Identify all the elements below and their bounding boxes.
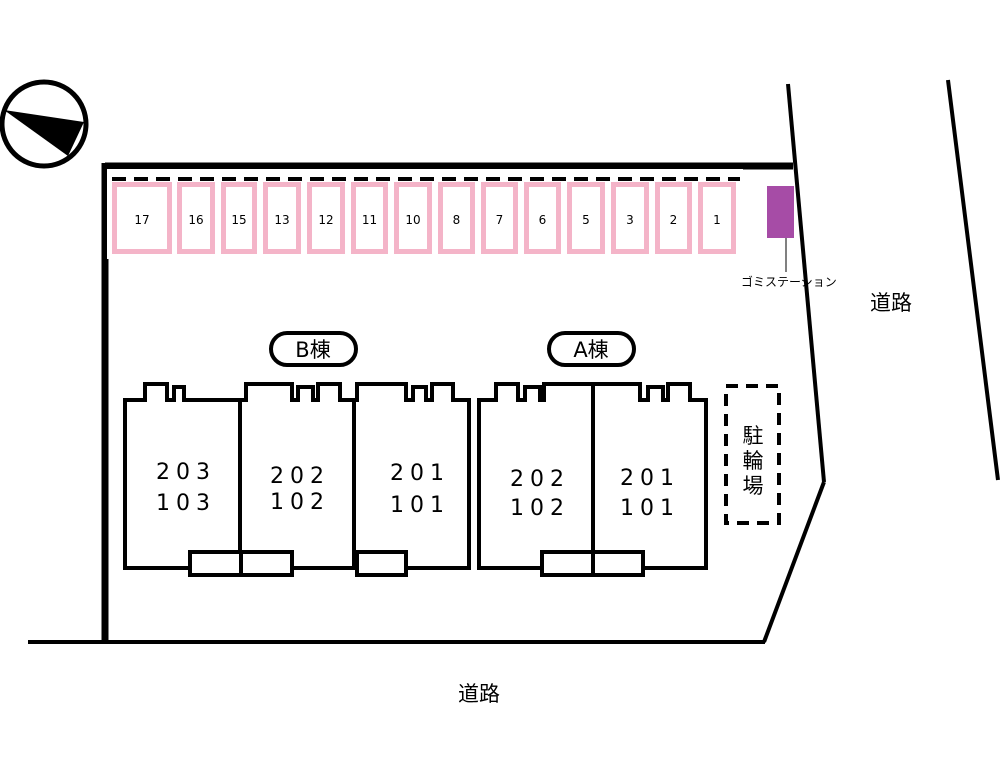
unit-a1-upper: 202	[510, 467, 570, 492]
parking-space-number: 7	[496, 213, 504, 227]
unit-b3-upper: 201	[390, 461, 450, 486]
unit-a2-lower: 101	[620, 496, 680, 521]
parking-space	[655, 182, 692, 254]
parking-space	[394, 182, 432, 254]
unit-labels: 203 103 202 102 201 101 202 102 201 101	[156, 460, 680, 521]
building-b	[123, 382, 471, 577]
building-b-label: B棟	[295, 338, 330, 362]
unit-b2-upper: 202	[270, 464, 330, 489]
parking-space-number: 1	[713, 213, 721, 227]
unit-b1-upper: 203	[156, 460, 216, 485]
building-a-label: A棟	[573, 338, 608, 362]
parking-space-number: 15	[231, 213, 246, 227]
unit-a2-upper: 201	[620, 466, 680, 491]
parking-space-number: 12	[318, 213, 333, 227]
compass-arrow-icon	[0, 79, 89, 169]
parking-space	[611, 182, 649, 254]
parking-space	[263, 182, 301, 254]
garbage-station-label: ゴミステーション	[741, 274, 837, 289]
parking-space	[307, 182, 345, 254]
road-label-south: 道路	[458, 682, 500, 706]
parking-space-number: 11	[362, 213, 377, 227]
parking-space	[438, 182, 475, 254]
garbage-station-box	[767, 186, 794, 238]
parking-space-number: 10	[405, 213, 420, 227]
parking-space	[567, 182, 605, 254]
parking-space	[221, 182, 257, 254]
parking-row: 17 16 15 13 12 11 10 8 7 6 5 3 2 1	[107, 169, 743, 259]
site-boundary	[28, 79, 1000, 644]
unit-b2-lower: 102	[270, 490, 330, 515]
parking-space-number: 6	[539, 213, 547, 227]
parking-space-number: 13	[274, 213, 289, 227]
parking-space-number: 3	[626, 213, 634, 227]
parking-space	[524, 182, 561, 254]
unit-a1-lower: 102	[510, 496, 570, 521]
parking-space-number: 5	[582, 213, 590, 227]
road-label-east: 道路	[870, 291, 912, 315]
parking-space	[112, 182, 172, 254]
parking-space-number: 8	[453, 213, 461, 227]
parking-space-number: 2	[670, 213, 678, 227]
parking-space	[351, 182, 388, 254]
building-a	[477, 382, 708, 577]
unit-b1-lower: 103	[156, 491, 216, 516]
parking-space	[481, 182, 518, 254]
bicycle-parking-char-1: 駐	[743, 424, 764, 448]
parking-space	[177, 182, 215, 254]
bicycle-parking: 駐 輪 場	[724, 384, 781, 525]
parking-space-number: 16	[188, 213, 203, 227]
unit-b3-lower: 101	[390, 493, 450, 518]
bicycle-parking-char-3: 場	[743, 474, 764, 498]
building-a-tag: A棟	[547, 331, 636, 367]
parking-space-number: 17	[134, 213, 149, 227]
bicycle-parking-char-2: 輪	[743, 449, 764, 473]
building-b-tag: B棟	[269, 331, 358, 367]
parking-space	[698, 182, 736, 254]
